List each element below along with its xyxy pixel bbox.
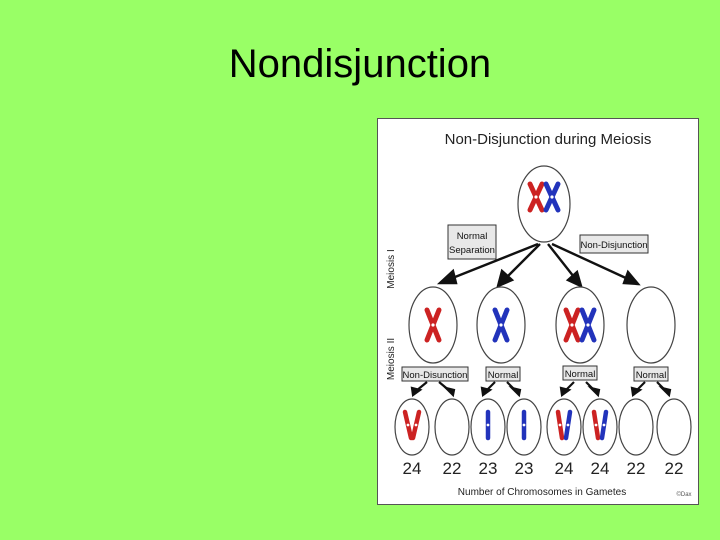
meiosis-2-label: Meiosis II xyxy=(386,338,397,380)
gamete-count-8: 22 xyxy=(665,459,684,478)
cell-2-3-chromosome-blue xyxy=(579,307,597,343)
meiosis-2-arrow xyxy=(410,381,428,397)
gamete-counts: 24 22 23 23 24 24 22 22 xyxy=(403,459,684,478)
parent-chromosome-red xyxy=(527,181,545,213)
cell-2-3 xyxy=(555,286,605,364)
meiosis-1-label: Meiosis I xyxy=(386,249,397,288)
meiosis-2-arrow xyxy=(438,381,456,398)
meiosis-2-label-4: Normal xyxy=(636,370,667,381)
parent-chromosomes xyxy=(527,181,561,213)
gamete-6-chromatid-red xyxy=(591,409,601,441)
meiosis-2-arrow xyxy=(559,381,575,397)
gamete-count-5: 24 xyxy=(555,459,574,478)
meiosis-2-label-1: Non-Disunction xyxy=(403,370,468,381)
meiosis-2-arrow xyxy=(585,381,601,398)
cell-2-4 xyxy=(626,286,676,364)
gamete-4-chromatid-blue xyxy=(521,409,527,441)
non-disjunction-label-text: Non-Disjunction xyxy=(580,240,647,251)
gamete-1 xyxy=(394,398,430,456)
gamete-count-3: 23 xyxy=(479,459,498,478)
slide-title: Nondisjunction xyxy=(228,42,492,86)
normal-separation-line-2: Separation xyxy=(449,245,495,256)
meiosis-2-arrows xyxy=(410,381,672,398)
non-disjunction-label: Non-Disjunction xyxy=(579,234,649,254)
gamete-6 xyxy=(582,398,618,456)
meiosis-diagram: Non-Disjunction during Meiosis Meiosis I… xyxy=(377,118,699,505)
gamete-3-chromatid-blue xyxy=(485,409,491,441)
gametes xyxy=(394,398,692,456)
meiosis-2-labels: Non-Disunction Normal Normal Normal xyxy=(401,365,669,382)
gamete-2 xyxy=(434,398,470,456)
cell-2-3-chromosome-red xyxy=(563,307,581,343)
meiosis-2-arrow xyxy=(506,381,522,398)
gamete-5-chromatid-red xyxy=(555,409,565,441)
parent-chromosome-blue xyxy=(543,181,561,213)
meiosis-2-arrow xyxy=(480,381,496,397)
gamete-5-chromatid-blue xyxy=(563,409,573,441)
gamete-7 xyxy=(618,398,654,456)
gamete-count-1: 24 xyxy=(403,459,422,478)
gamete-6-chromatid-blue xyxy=(599,409,609,441)
cell-2-1-chromosome-red xyxy=(424,307,442,343)
meiosis-2-arrow xyxy=(630,381,646,397)
gamete-1-chromatid-red-2 xyxy=(410,409,422,441)
meiosis-2-arrow xyxy=(656,381,672,398)
normal-separation-line-1: Normal xyxy=(457,231,488,242)
cell-2-2-chromosome-blue xyxy=(492,307,510,343)
gamete-1-chromatid-red xyxy=(402,409,414,441)
credit: ©Dax xyxy=(676,491,691,498)
meiosis-1-arrows xyxy=(436,242,641,289)
gamete-5 xyxy=(546,398,582,456)
gamete-caption: Number of Chromosomes in Gametes xyxy=(458,487,626,498)
gamete-8 xyxy=(656,398,692,456)
gamete-count-2: 22 xyxy=(443,459,462,478)
meiosis-2-label-3: Normal xyxy=(565,369,596,380)
gamete-count-4: 23 xyxy=(515,459,534,478)
cell-2-chromosomes xyxy=(424,307,597,343)
meiosis-2-label-2: Normal xyxy=(488,370,519,381)
meiosis-diagram-svg: Non-Disjunction during Meiosis Meiosis I… xyxy=(386,131,692,498)
gamete-count-6: 24 xyxy=(591,459,610,478)
normal-separation-label: Normal Separation xyxy=(447,224,497,260)
diagram-title: Non-Disjunction during Meiosis xyxy=(445,131,652,148)
parent-cell xyxy=(517,165,571,243)
gamete-count-7: 22 xyxy=(627,459,646,478)
